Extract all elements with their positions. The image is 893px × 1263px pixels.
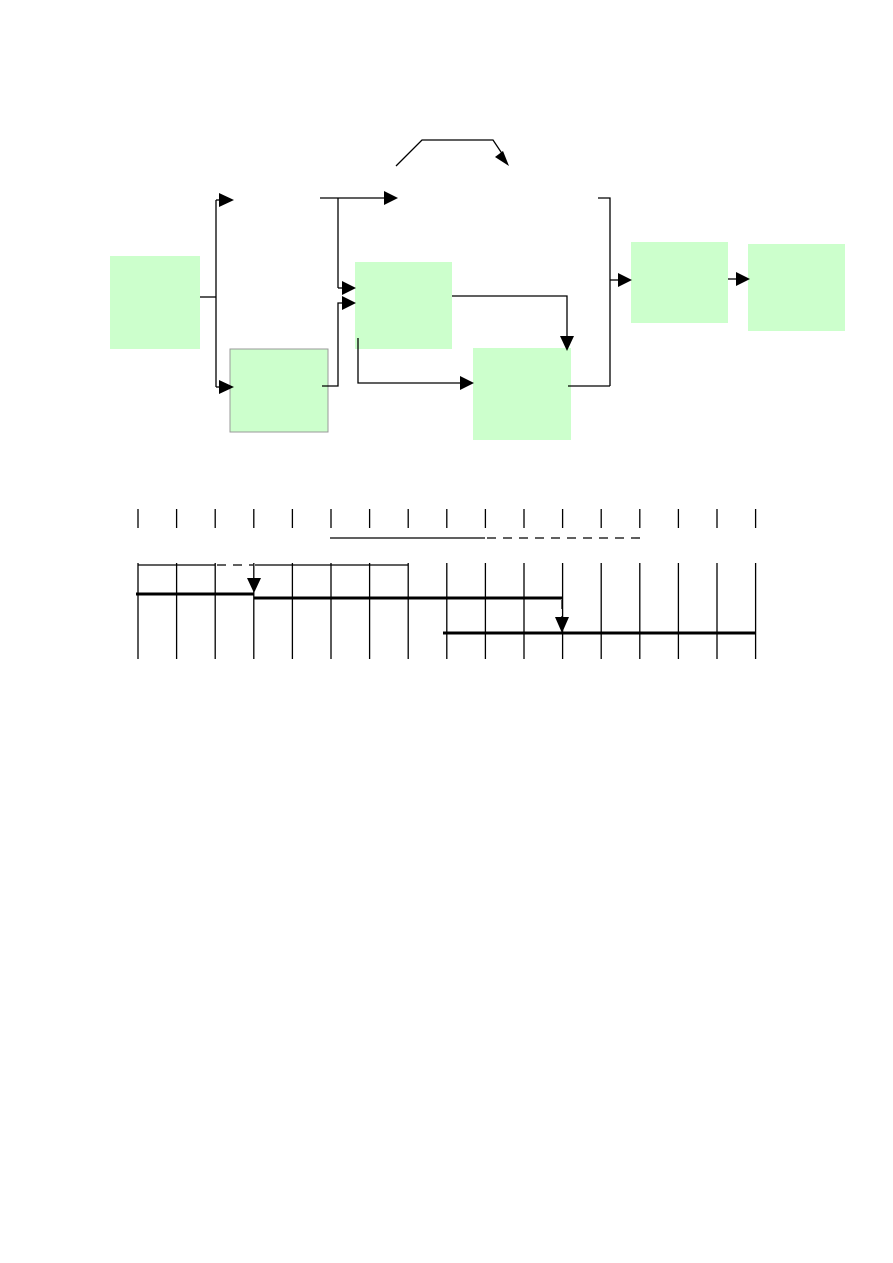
end-arrowhead xyxy=(736,272,750,286)
node-center xyxy=(355,262,452,349)
top-bent-connector xyxy=(395,139,506,167)
dependency-arrowhead-2 xyxy=(555,617,569,633)
split-upper-arrowhead xyxy=(219,193,234,207)
timeline-chart xyxy=(136,509,757,659)
node-lower-right xyxy=(473,348,571,440)
merge-bracket xyxy=(598,197,611,386)
node-lower-left xyxy=(229,348,329,433)
timeline-top-ticks xyxy=(137,509,757,528)
lower-left-to-center xyxy=(322,302,344,387)
node-end xyxy=(748,244,845,331)
merge-arrowhead xyxy=(618,273,632,287)
top-connector-arrowhead xyxy=(495,151,509,166)
network-diagram xyxy=(110,139,845,440)
center-to-lower-right-side xyxy=(357,338,462,384)
node-start xyxy=(110,256,200,349)
dependency-arrowhead-1 xyxy=(247,578,261,593)
upper-track-arrowhead xyxy=(384,191,398,205)
center-to-lower-right-top xyxy=(452,295,568,338)
timeline-gridlines xyxy=(137,563,757,659)
center-input-upper-arrowhead xyxy=(342,281,356,295)
node-merge xyxy=(631,242,728,323)
lower-right-side-arrowhead xyxy=(460,376,474,390)
lower-right-top-arrowhead xyxy=(560,336,574,351)
center-input-lower-arrowhead xyxy=(342,296,356,310)
split-lower-arrowhead xyxy=(219,380,234,394)
